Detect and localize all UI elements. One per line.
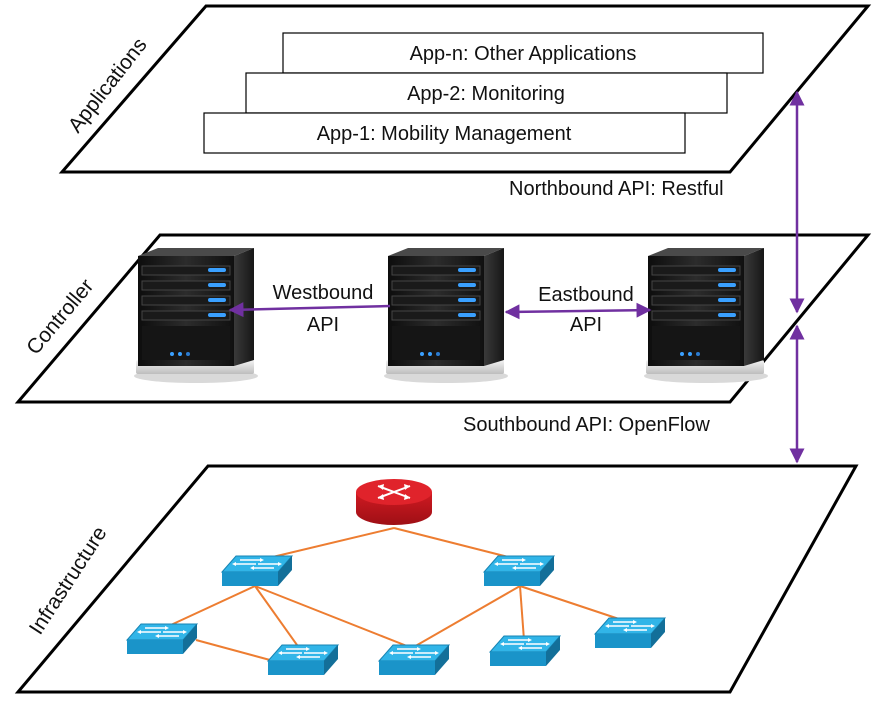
- server-icon-center: [383, 247, 509, 384]
- switch-icon-agg-right: [483, 555, 555, 587]
- westbound-arrow: [228, 302, 391, 318]
- app-n-box: [282, 32, 764, 74]
- switch-icon-edge-4: [489, 635, 561, 667]
- southbound-api-label: Southbound API: OpenFlow: [463, 414, 710, 436]
- app-1-box: [203, 112, 686, 154]
- northbound-api-label: Northbound API: Restful: [509, 178, 724, 200]
- westbound-label-line1: Westbound: [273, 282, 374, 304]
- server-icon-left: [133, 247, 259, 384]
- switch-icon-agg-left: [221, 555, 293, 587]
- app-2-box: [245, 72, 728, 114]
- eastbound-label-line1: Eastbound: [538, 284, 634, 306]
- switch-icon-edge-3: [378, 644, 450, 676]
- app-n-label: App-n: Other Applications: [410, 43, 637, 65]
- server-icon-right: [643, 247, 769, 384]
- switch-icon-edge-5: [594, 617, 666, 649]
- westbound-label-line2: API: [307, 314, 339, 336]
- switch-icon-edge-2: [267, 644, 339, 676]
- eastbound-arrow: [504, 302, 652, 320]
- router-icon: [356, 479, 432, 525]
- switch-icon-edge-1: [126, 623, 198, 655]
- app-1-label: App-1: Mobility Management: [317, 123, 572, 145]
- app-2-label: App-2: Monitoring: [407, 83, 565, 105]
- network-links: [159, 527, 629, 661]
- eastbound-label-line2: API: [570, 314, 602, 336]
